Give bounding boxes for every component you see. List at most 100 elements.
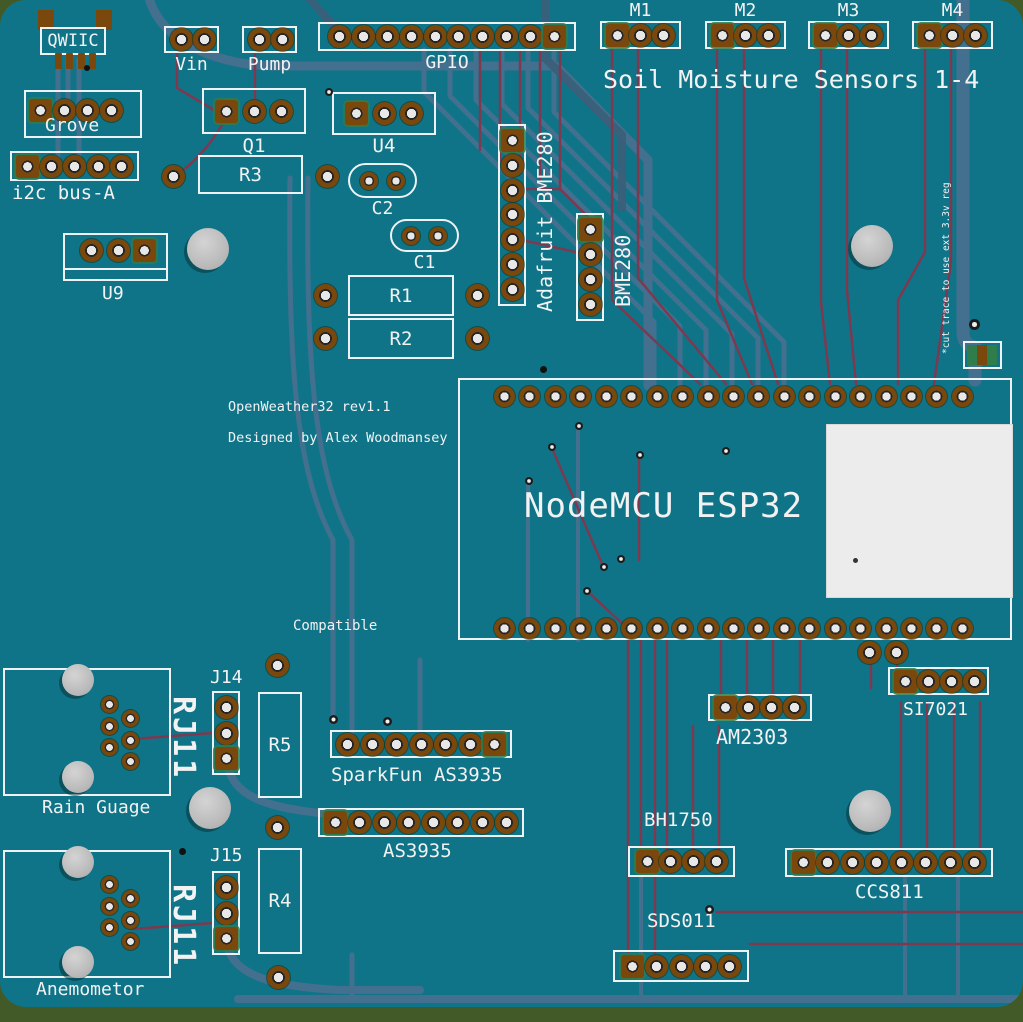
bh1750-header <box>628 846 735 877</box>
rj11-pad-col <box>122 890 139 950</box>
j15-label: J15 <box>210 845 243 866</box>
pin-pad <box>429 226 447 245</box>
pin-pad <box>193 28 216 51</box>
pin-pad <box>850 386 872 407</box>
pin-pad <box>214 696 238 719</box>
pin-pad <box>458 732 482 756</box>
mounting-hole <box>849 790 891 832</box>
pin-pad <box>570 618 592 639</box>
pin-pad <box>773 618 795 639</box>
pin-pad <box>314 327 337 350</box>
pin-pad <box>799 386 821 407</box>
pin-pad <box>544 386 566 407</box>
adafruit-bme280-header <box>498 124 526 306</box>
gpio-label: GPIO <box>425 52 469 73</box>
pin-pad <box>500 228 524 252</box>
pin-pad <box>214 901 238 925</box>
pin-pad <box>63 154 86 178</box>
sds011-header <box>613 950 749 982</box>
pin-pad <box>889 851 913 874</box>
pin-pad <box>621 954 644 978</box>
pin-pad <box>578 243 602 266</box>
r5-label: R5 <box>268 734 292 756</box>
sparkfun-as3935-header <box>330 730 512 758</box>
pin-pad <box>423 25 447 48</box>
via <box>600 563 608 571</box>
pin-pad <box>760 696 783 719</box>
pin-pad <box>606 23 629 47</box>
r3-footprint: R3 <box>198 155 303 194</box>
pin-pad <box>106 239 130 262</box>
pin-pad <box>792 851 815 874</box>
esp32-module <box>826 424 1013 598</box>
c2-footprint <box>348 163 417 198</box>
pin-pad <box>544 618 566 639</box>
via <box>383 717 392 726</box>
grove-pads <box>29 98 123 122</box>
pin-pad <box>328 25 351 48</box>
pin-pad <box>434 732 457 756</box>
pin-pad <box>421 811 445 834</box>
compatible-note: Compatible <box>293 618 378 634</box>
pin-pad <box>705 850 728 873</box>
pin-pad <box>646 618 668 639</box>
vin-label: Vin <box>175 54 208 75</box>
pin-pad <box>500 178 524 202</box>
pin-pad <box>901 386 922 407</box>
pin-pad <box>500 129 524 152</box>
pin-pad <box>466 284 489 307</box>
sparkfun-as3935-label: SparkFun AS3935 <box>331 764 503 786</box>
pin-pad <box>242 99 266 123</box>
rj11-mount-hole <box>62 761 94 793</box>
pin-pad <box>400 102 423 125</box>
pin-pad <box>714 696 737 719</box>
pin-pad <box>248 28 271 51</box>
pin-pad <box>133 239 156 262</box>
pin-pad <box>840 851 864 874</box>
pin-pad <box>722 618 744 639</box>
pin-pad <box>360 171 378 190</box>
rj11-pad-col <box>101 876 118 936</box>
pin-pad <box>519 618 541 639</box>
q1-label: Q1 <box>242 135 266 157</box>
pin-pad <box>402 226 420 245</box>
pin-pad <box>951 618 973 639</box>
rain-gauge-label: Rain Guage <box>42 797 151 818</box>
pin-pad <box>122 753 139 770</box>
via <box>525 477 533 485</box>
m4-label: M4 <box>941 0 964 21</box>
pin-pad <box>500 203 524 227</box>
q1-footprint <box>202 88 306 134</box>
pin-pad <box>466 327 489 350</box>
pin-pad <box>270 99 293 123</box>
bme280-header <box>576 213 604 321</box>
pin-pad <box>372 811 396 834</box>
via <box>583 587 591 595</box>
pin-pad <box>470 811 494 834</box>
pin-pad <box>824 618 846 639</box>
pin-pad <box>672 618 694 639</box>
esp32-label: NodeMCU ESP32 <box>524 486 804 526</box>
pin-pad <box>926 618 948 639</box>
pin-pad <box>86 154 110 178</box>
pin-pad <box>858 640 881 664</box>
ccs811-header <box>785 848 993 877</box>
u9-pads <box>80 239 156 262</box>
pin-pad <box>55 53 62 69</box>
via <box>329 715 338 724</box>
pin-pad <box>951 386 973 407</box>
via <box>969 319 980 330</box>
mounting-hole <box>851 225 893 267</box>
pin-pad <box>519 386 541 407</box>
pin-pad <box>652 23 675 47</box>
pin-pad <box>938 851 962 874</box>
esp32-bottom-pads <box>494 618 973 639</box>
pin-pad <box>645 954 669 978</box>
pin-pad <box>646 386 668 407</box>
esp32-extra-pads <box>858 640 908 664</box>
si7021-header <box>888 667 989 695</box>
via <box>325 88 333 96</box>
cut-trace-note: *cut trace to use ext 3.3v reg <box>941 182 952 354</box>
r1-label: R1 <box>389 284 413 307</box>
r3-label: R3 <box>239 163 262 186</box>
